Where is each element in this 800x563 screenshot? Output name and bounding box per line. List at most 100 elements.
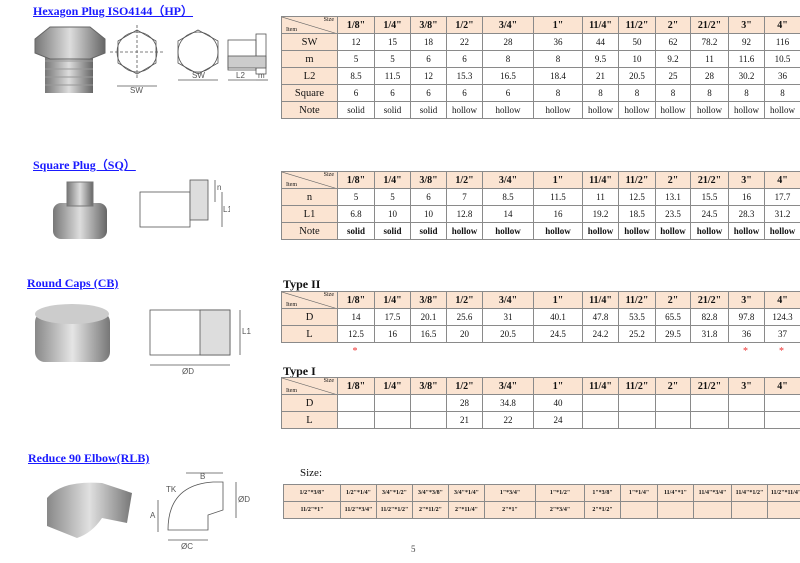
size-corner-label: Size [323,292,334,299]
elbow-sizes-table: 1/2"*3/8"1/2"*1/4"3/4"*1/2"3/4"*3/8"3/4"… [283,484,800,519]
size-cell: 11/4"*1" [657,484,694,502]
size-header-cell: 4" [764,377,800,395]
size-cell [657,501,694,519]
size-cell: 11/2"*1" [283,501,341,519]
value-cell: solid [410,101,447,119]
square-plug-title[interactable]: Square Plug（SQ） [33,158,136,172]
square-plug-photo [53,181,107,239]
value-cell: solid [337,101,375,119]
row-header-cell: L2 [281,67,338,85]
value-cell: 9.5 [582,50,619,68]
value-cell: 12 [410,67,447,85]
hexagon-plug-title[interactable]: Hexagon Plug ISO4144（HP） [33,4,194,18]
size-cell: 2"*11/2" [412,501,449,519]
value-cell: 124.3 [764,308,800,326]
value-cell: hollow [618,101,656,119]
item-corner-label: Item [286,182,297,188]
value-cell: hollow [446,222,483,240]
value-cell: solid [374,101,411,119]
value-cell: 17.5 [374,308,411,326]
value-cell: 15.3 [446,67,483,85]
value-cell: 18.4 [533,67,583,85]
value-cell: 19.2 [582,205,619,223]
size-header-cell: 3/8" [410,171,447,189]
value-cell: solid [374,222,411,240]
row-header-cell: Note [281,222,338,240]
row-header-cell: Note [281,101,338,119]
size-header-cell: 2" [655,171,691,189]
size-cell: 2"*1" [484,501,536,519]
row-header-cell: Square [281,84,338,102]
value-cell: 11.5 [374,67,411,85]
value-cell: 36 [533,33,583,51]
size-header-cell: 4" [764,16,800,34]
value-cell: 24 [533,411,583,429]
value-cell: 21 [446,411,483,429]
value-cell: 28 [690,67,729,85]
value-cell: 34.8 [482,394,534,412]
value-cell: 28.3 [728,205,765,223]
value-cell [690,394,729,412]
asterisk-mark: * [352,346,358,357]
size-header-cell: 11/4" [582,171,619,189]
size-header-cell: 11/2" [618,377,656,395]
value-cell: 12.8 [446,205,483,223]
size-cell [767,501,800,519]
value-cell: hollow [655,222,691,240]
value-cell: 37 [764,325,800,343]
value-cell: 6.8 [337,205,375,223]
value-cell: hollow [728,101,765,119]
size-header-cell: 1" [533,171,583,189]
value-cell: hollow [764,101,800,119]
elbow-photo [47,482,132,538]
value-cell: 16.5 [482,67,534,85]
value-cell: 82.8 [690,308,729,326]
size-cell: 2"*1/2" [584,501,621,519]
size-header-cell: 1" [533,16,583,34]
value-cell: 6 [374,84,411,102]
reduce-elbow-title[interactable]: Reduce 90 Elbow(RLB) [28,451,150,465]
value-cell: hollow [655,101,691,119]
value-cell [618,411,656,429]
size-corner-label: Size [323,378,334,385]
value-cell: 13.1 [655,188,691,206]
value-cell: 11 [582,188,619,206]
value-cell: 6 [446,50,483,68]
diagonal-divider [282,17,335,33]
value-cell: 8 [690,84,729,102]
value-cell: 92 [728,33,765,51]
value-cell: 8 [728,84,765,102]
value-cell: solid [410,222,447,240]
value-cell: 20.5 [618,67,656,85]
value-cell: hollow [482,101,534,119]
round-cap-drawing: L1 ØD [149,309,251,375]
value-cell: 8.5 [337,67,375,85]
asterisk-mark: * [779,346,784,357]
size-header-cell: 1/2" [446,171,483,189]
value-cell: 6 [410,188,447,206]
size-header-cell: 3/8" [410,291,447,309]
size-cell: 3/4"*1/4" [448,484,485,502]
value-cell: 31.2 [764,205,800,223]
size-cell: 1"*1/2" [535,484,585,502]
value-cell: 65.5 [655,308,691,326]
round-caps-title[interactable]: Round Caps (CB) [27,276,119,290]
value-cell: hollow [690,222,729,240]
size-header-cell: 1" [533,377,583,395]
value-cell: 116 [764,33,800,51]
size-header-cell: 1/2" [446,291,483,309]
value-cell: hollow [582,222,619,240]
value-cell: 5 [374,50,411,68]
value-cell: 5 [337,50,375,68]
value-cell: 36 [764,67,800,85]
l1-label: L1 [223,205,230,214]
row-header-cell: D [281,308,338,326]
value-cell [337,394,375,412]
size-corner-label: Size [323,17,334,24]
